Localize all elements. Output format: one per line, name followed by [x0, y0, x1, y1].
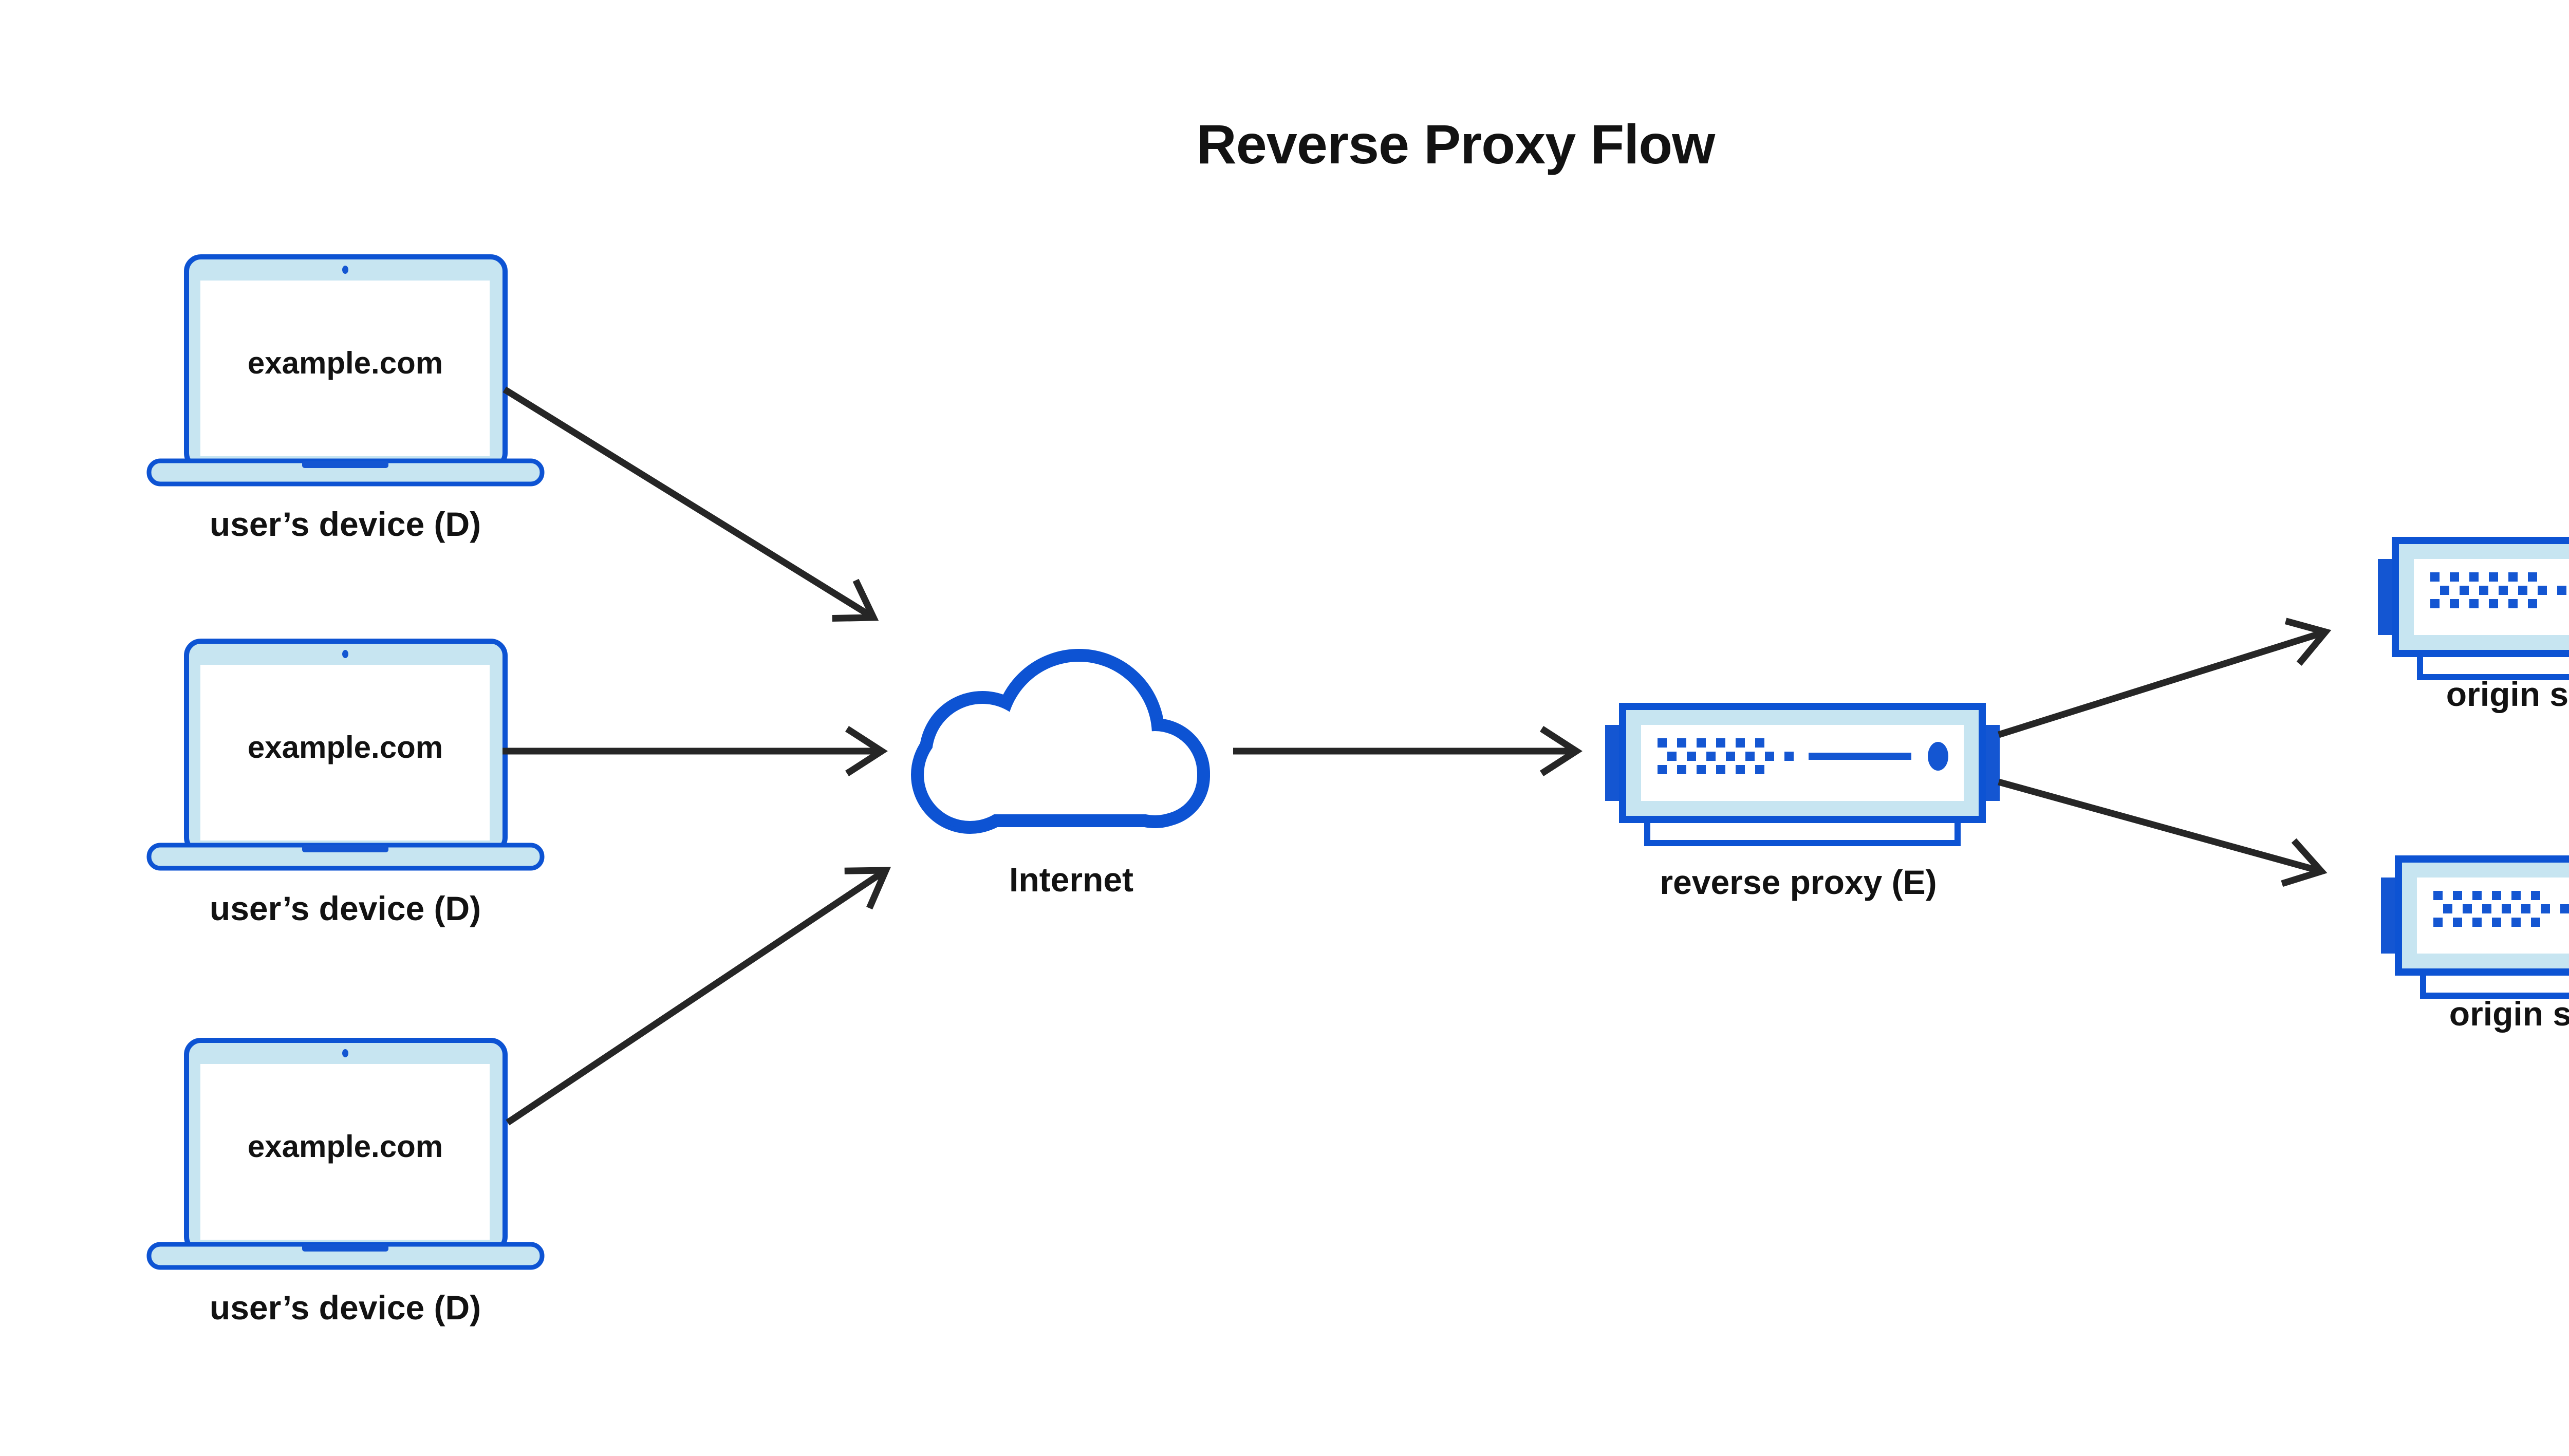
arrow-device1-to-internet — [502, 386, 879, 622]
internet-label: Internet — [1009, 861, 1133, 899]
internet-node: Internet — [911, 649, 1210, 899]
arrow-proxy-to-origin2 — [1998, 778, 2328, 887]
reverse-proxy-node: reverse proxy (E) — [1605, 706, 2000, 901]
origin-server-2-label: origin server (F) — [2449, 995, 2569, 1033]
user-device-2: example.com user’s device (D) — [149, 641, 542, 927]
laptop-screen-text: example.com — [248, 346, 443, 380]
user-device-1: example.com user’s device (D) — [149, 257, 542, 543]
laptop-screen-text: example.com — [248, 730, 443, 764]
origin-server-1-icon — [2378, 540, 2569, 677]
user-device-3: example.com user’s device (D) — [149, 1040, 542, 1327]
diagram-title: Reverse Proxy Flow — [1197, 113, 1716, 175]
cloud-icon-fill — [924, 662, 1197, 821]
arrow-proxy-to-origin1 — [1998, 618, 2332, 738]
user-device-label: user’s device (D) — [210, 889, 481, 927]
origin-server-1-node: origin server (F) — [2378, 540, 2569, 713]
origin-server-2-node: origin server (F) — [2381, 859, 2569, 1033]
user-device-label: user’s device (D) — [210, 505, 481, 543]
reverse-proxy-server-icon — [1605, 706, 2000, 843]
arrow-device3-to-internet — [506, 867, 891, 1126]
reverse-proxy-label: reverse proxy (E) — [1660, 863, 1937, 901]
user-device-label: user’s device (D) — [210, 1289, 481, 1327]
origin-server-2-icon — [2381, 859, 2569, 996]
laptop-screen-text: example.com — [248, 1129, 443, 1164]
origin-server-1-label: origin server (F) — [2446, 675, 2569, 713]
